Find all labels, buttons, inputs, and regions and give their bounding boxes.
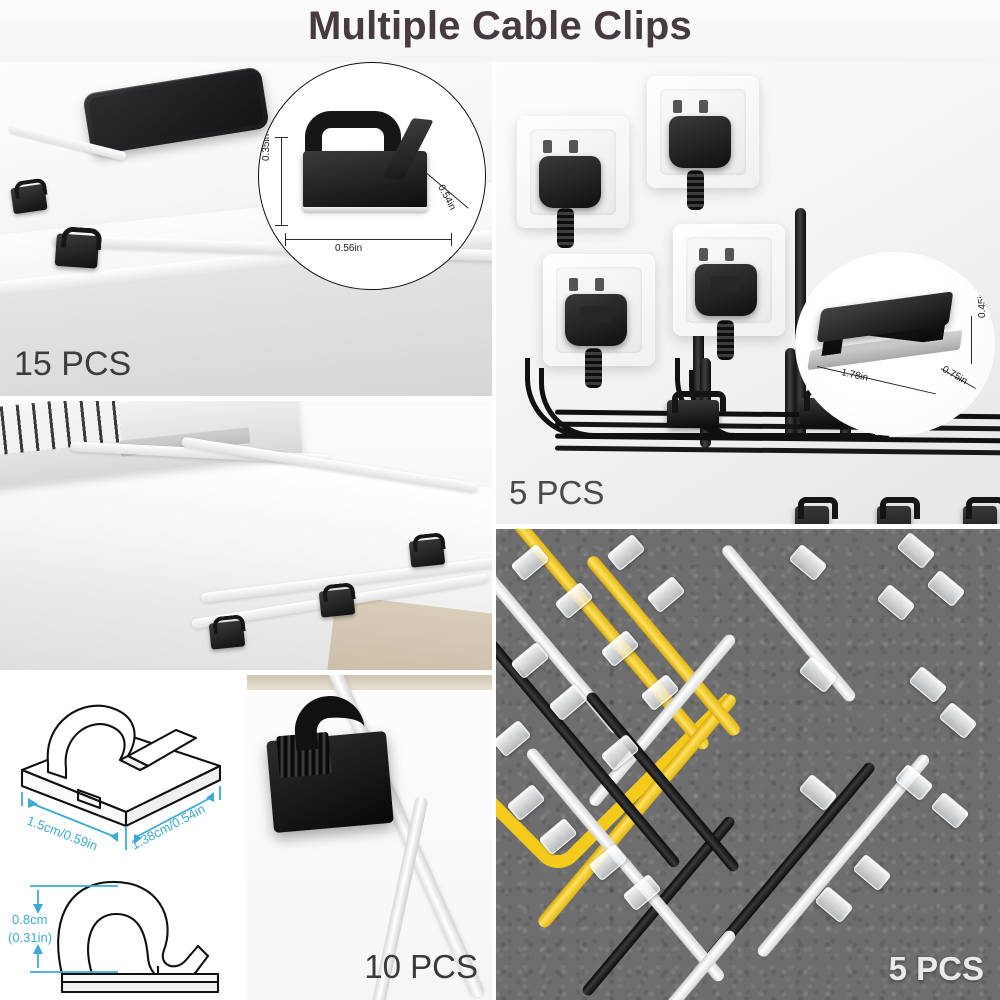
quantity-label-5pcs-clear: 5 PCS — [888, 950, 984, 987]
smartphone — [82, 66, 270, 156]
large-cable-clip — [667, 391, 727, 427]
outlet-slot — [699, 248, 708, 261]
panel-laptop-desk — [0, 400, 492, 672]
power-cord — [785, 348, 796, 438]
quantity-label-15pcs: 15 PCS — [14, 345, 132, 383]
dimension-width-text: 1.5cm/0.59in — [25, 813, 100, 854]
inset-small-clip-dimensions: 0.35in 0.56in 0.54in — [258, 62, 486, 290]
panel-technical-drawing: 1.5cm/0.59in 1.38cm/0.54in 0.8cm (0.31in… — [0, 674, 246, 1000]
dimension-height-0-35in: 0.35in — [261, 133, 272, 161]
power-plug — [539, 156, 601, 208]
clip-line-drawing: 1.5cm/0.59in 1.38cm/0.54in 0.8cm (0.31in… — [8, 704, 222, 994]
cord-strain-relief — [557, 208, 574, 248]
outlet-slot — [543, 140, 552, 153]
dimension-height-cm-text: 0.8cm — [12, 912, 47, 927]
large-cable-clip — [877, 497, 920, 528]
page-title: Multiple Cable Clips — [307, 4, 693, 48]
dimension-cap — [451, 233, 452, 246]
panel-black-clip: 10 PCS — [246, 674, 492, 1000]
panel-divider-vertical — [492, 58, 496, 1000]
dimension-cap — [275, 137, 288, 138]
title-band — [0, 0, 1000, 62]
cable-clip — [318, 588, 356, 618]
panel-divider-horizontal — [495, 524, 1000, 529]
dimension-line — [816, 366, 936, 395]
clip-adhesive-pad — [303, 207, 427, 213]
quantity-label-10pcs: 10 PCS — [364, 948, 478, 985]
outlet-slot — [725, 248, 734, 261]
background-strip — [246, 674, 492, 690]
panel-divider-horizontal — [0, 396, 493, 401]
cable-clip — [208, 620, 246, 650]
clip-arch — [305, 111, 401, 161]
power-cord — [693, 248, 704, 428]
dimension-cap — [285, 233, 286, 246]
dimension-cap — [275, 225, 288, 226]
cable-clip — [54, 233, 100, 269]
dimension-depth-0-75in: 0.75in — [940, 363, 970, 388]
panel-divider-vertical — [243, 674, 247, 1000]
plug-aperture — [581, 306, 611, 322]
panel-wall-outlets: 5 PCS — [495, 58, 1000, 528]
outlet-slot — [569, 140, 578, 153]
dimension-line-vertical — [281, 137, 282, 225]
dimension-length-1-78in: 1.78in — [840, 367, 870, 384]
plug-aperture — [711, 276, 741, 292]
power-plug — [669, 116, 731, 168]
dimension-line — [971, 316, 972, 364]
wall-outlet — [673, 224, 785, 336]
outlet-slot — [699, 100, 708, 113]
cable-clip — [10, 183, 48, 215]
large-cable-clip — [795, 497, 838, 528]
outlet-slot — [569, 278, 578, 291]
dimension-height-0-45in: 0.45in — [977, 290, 988, 318]
cord-strain-relief — [687, 170, 704, 210]
cord-strain-relief — [717, 320, 734, 360]
inset-large-clip-dimensions: 1.78in 0.75in 0.45in — [795, 252, 995, 436]
outlet-slot — [595, 278, 604, 291]
dimension-width-0-56in: 0.56in — [335, 243, 363, 254]
dimension-line-horizontal — [285, 239, 451, 240]
panel-clear-clips: 5 PCS — [495, 528, 1000, 1000]
outlet-slot — [673, 100, 682, 113]
panel-divider-horizontal — [0, 670, 493, 675]
wall-outlet — [517, 116, 629, 228]
cable-clip — [408, 538, 446, 568]
dimension-height-in-text: (0.31in) — [8, 930, 52, 945]
quantity-label-5pcs-outlets: 5 PCS — [509, 474, 605, 511]
wall-outlet — [647, 76, 759, 188]
wall-outlet — [543, 254, 655, 366]
